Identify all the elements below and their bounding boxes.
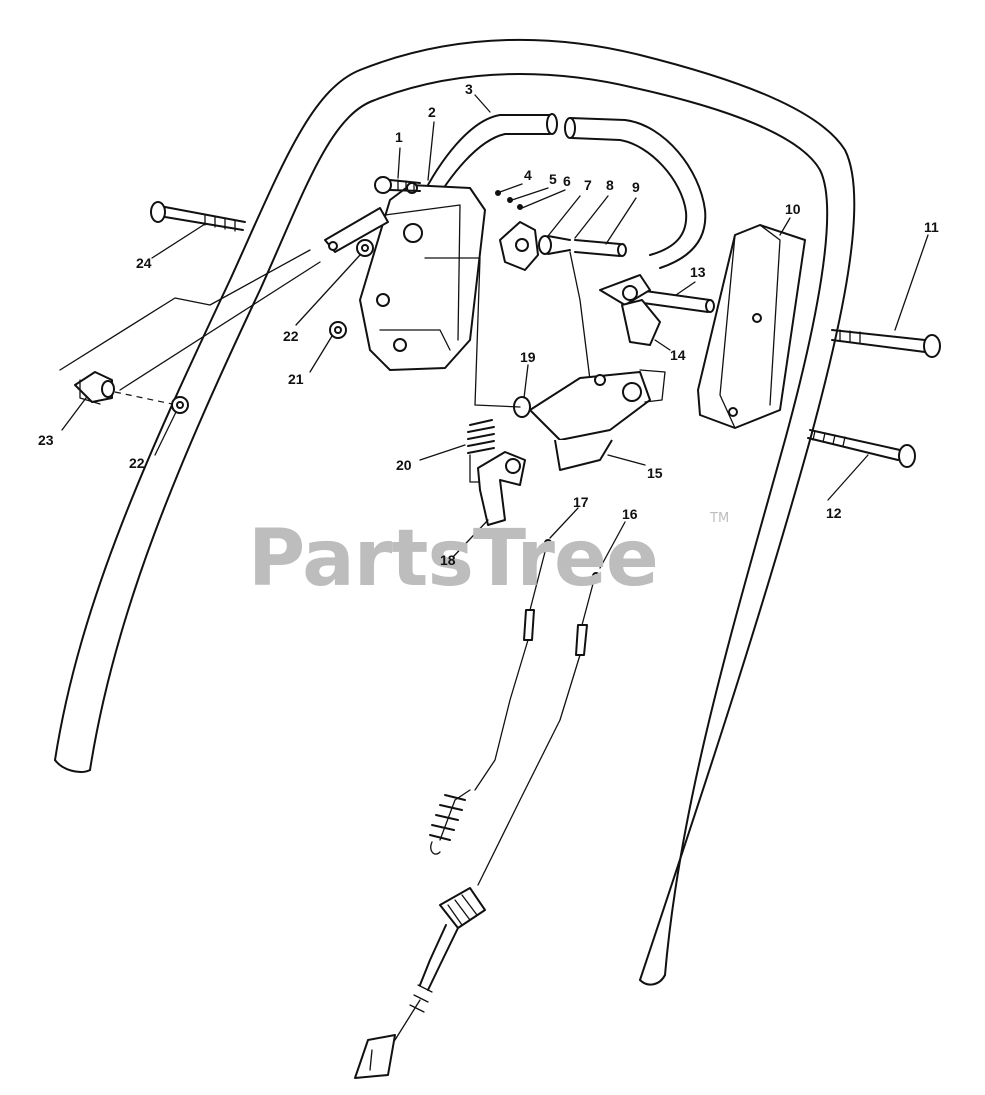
- leader-lines: [61, 94, 929, 569]
- label-22-upper: 22: [283, 328, 299, 344]
- label-18: 18: [440, 552, 456, 568]
- nut-21: [329, 321, 347, 339]
- label-24: 24: [136, 255, 152, 271]
- part-13-14: [599, 274, 715, 346]
- label-16: 16: [622, 506, 638, 522]
- bolt-11: [831, 329, 941, 358]
- label-20: 20: [396, 457, 412, 473]
- label-22-lower: 22: [129, 455, 145, 471]
- label-3: 3: [465, 81, 473, 97]
- label-17: 17: [573, 494, 589, 510]
- bolt-24: [150, 201, 246, 232]
- bolt-12: [807, 429, 916, 468]
- label-21: 21: [288, 371, 304, 387]
- right-cover: [697, 224, 806, 429]
- label-5: 5: [549, 171, 557, 187]
- label-19: 19: [520, 349, 536, 365]
- spring-20: [467, 419, 495, 483]
- bolt-1: [374, 176, 421, 194]
- label-6: 6: [563, 173, 571, 189]
- control-housing: [359, 182, 486, 371]
- label-9: 9: [632, 179, 640, 195]
- label-1: 1: [395, 129, 403, 145]
- part-labels: 1 2 3 4 5 6 7 8 9 10 11 12 13 14 15 16 1…: [38, 81, 939, 568]
- label-11: 11: [924, 219, 939, 235]
- label-14: 14: [670, 347, 686, 363]
- label-2: 2: [428, 104, 436, 120]
- small-parts: [495, 190, 627, 271]
- label-12: 12: [826, 505, 842, 521]
- label-8: 8: [606, 177, 614, 193]
- cable-16: [354, 572, 600, 1079]
- lever-18: [477, 451, 526, 526]
- construction-lines: [59, 249, 521, 408]
- upper-handle-tube: [54, 38, 856, 986]
- label-23: 23: [38, 432, 54, 448]
- watermark: PartsTree: [248, 514, 658, 604]
- clamp-23: [74, 371, 115, 405]
- label-10: 10: [785, 201, 801, 217]
- cable-17: [429, 539, 552, 855]
- nut-22a: [356, 239, 374, 257]
- nut-22b: [171, 396, 189, 414]
- label-15: 15: [647, 465, 663, 481]
- link-plate: [324, 207, 389, 253]
- bracket-15: [529, 251, 666, 471]
- label-7: 7: [584, 177, 592, 193]
- watermark-trademark: TM: [709, 511, 729, 526]
- label-4: 4: [524, 167, 532, 183]
- label-13: 13: [690, 264, 706, 280]
